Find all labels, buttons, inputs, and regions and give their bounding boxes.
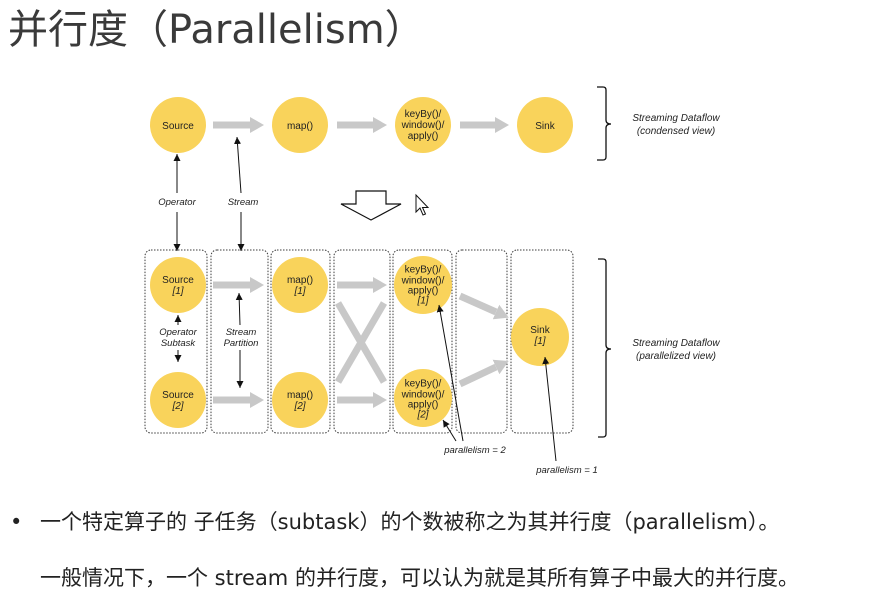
stream-pointer-up (234, 136, 242, 194)
operator-subtask-label-line1: Operator (159, 327, 197, 338)
condensed-caption-line2: (condensed view) (637, 126, 715, 137)
map-operator-box (270, 249, 331, 434)
parallelism-2-pointer-1 (436, 304, 464, 442)
keyby-subtask-1-label-line2: window()/ (401, 276, 445, 287)
keyby-operator-box (392, 249, 453, 434)
callouts: Operator Stream (158, 136, 430, 251)
bullet-marker: • (10, 510, 23, 534)
stream-label: Stream (228, 197, 259, 208)
map-subtask-2-node (272, 372, 328, 428)
condensed-sink-node (517, 97, 573, 153)
stream-box-3 (455, 249, 508, 434)
parallelized-caption-line2: (parallelized view) (636, 351, 716, 362)
shuffle-line-2 (334, 301, 388, 384)
keyby-sink-arrow-1 (458, 292, 509, 320)
keyby-subtask-2-label-line3: apply() (408, 400, 439, 411)
map-subtask-1-node (272, 257, 328, 313)
condensed-caption-line1: Streaming Dataflow (632, 113, 720, 124)
source-operator-box (144, 249, 208, 434)
operator-subtask-label-line2: Subtask (161, 338, 197, 349)
parallelism-1-pointer (542, 356, 557, 462)
sink-operator-box (510, 249, 574, 434)
bullet-text: 一个特定算子的 子任务（subtask）的个数被称之为其并行度（parallel… (40, 510, 780, 534)
source-subtask-1-label: Source (162, 275, 194, 286)
condensed-map-label: map() (287, 121, 313, 132)
source-subtask-1-node (150, 257, 206, 313)
parallelized-brace (598, 258, 612, 438)
page-title: 并行度（Parallelism） (8, 7, 425, 53)
sink-subtask-1-index: [1] (533, 336, 545, 347)
keyby-subtask-1-label-line1: keyBy()/ (405, 265, 442, 276)
operator-label: Operator (158, 197, 196, 208)
condensed-map-node (272, 97, 328, 153)
parallelism-1-label: parallelism = 1 (535, 465, 598, 476)
keyby-subtask-1-node (394, 256, 452, 314)
map-subtask-2-label: map() (287, 390, 313, 401)
keyby-subtask-2-label-line2: window()/ (401, 390, 445, 401)
keyby-sink-arrow-2 (458, 359, 509, 388)
parallelism-2-pointer-2 (442, 419, 457, 442)
map-subtask-1-index: [1] (293, 286, 305, 297)
condensed-source-label: Source (162, 121, 194, 132)
stream-box-1 (210, 249, 269, 434)
map-subtask-2-index: [2] (293, 401, 305, 412)
condensed-sink-label: Sink (535, 121, 555, 132)
condensed-keyby-label-line2: window()/ (401, 120, 445, 131)
source-subtask-1-index: [1] (171, 286, 183, 297)
condensed-keyby-node (395, 97, 451, 153)
condensed-keyby-label-line1: keyBy()/ (405, 109, 442, 120)
source-subtask-2-node (150, 372, 206, 428)
stream-partition-label-line2: Partition (224, 338, 259, 349)
sink-subtask-1-label: Sink (530, 325, 550, 336)
parallelized-caption-line1: Streaming Dataflow (632, 338, 720, 349)
stream-partition-pointer-up (235, 292, 243, 326)
condensed-source-node (150, 97, 206, 153)
condensed-view: Source map() keyBy()/ window()/ apply() … (150, 86, 720, 161)
parallelism-2-label: parallelism = 2 (443, 445, 506, 456)
keyby-subtask-2-label-line1: keyBy()/ (405, 379, 442, 390)
parallelized-view: Source [1] Source [2] map() [1] map() [2… (144, 249, 720, 476)
stream-box-2 (333, 249, 391, 434)
map-subtask-1-label: map() (287, 275, 313, 286)
keyby-subtask-2-node (394, 369, 452, 427)
sink-subtask-1-node (511, 308, 569, 366)
source-subtask-2-index: [2] (171, 401, 183, 412)
source-subtask-2-label: Source (162, 390, 194, 401)
mouse-cursor-icon (415, 193, 430, 216)
body-paragraph: 一般情况下，一个 stream 的并行度，可以认为就是其所有算子中最大的并行度。 (40, 566, 799, 590)
expand-down-arrow-icon (340, 190, 402, 221)
keyby-subtask-1-index: [1] (416, 296, 428, 307)
stream-partition-label-line1: Stream (226, 327, 257, 338)
keyby-subtask-2-index: [2] (416, 410, 428, 421)
condensed-brace (597, 86, 612, 161)
condensed-keyby-label-line3: apply() (408, 131, 439, 142)
keyby-subtask-1-label-line3: apply() (408, 286, 439, 297)
